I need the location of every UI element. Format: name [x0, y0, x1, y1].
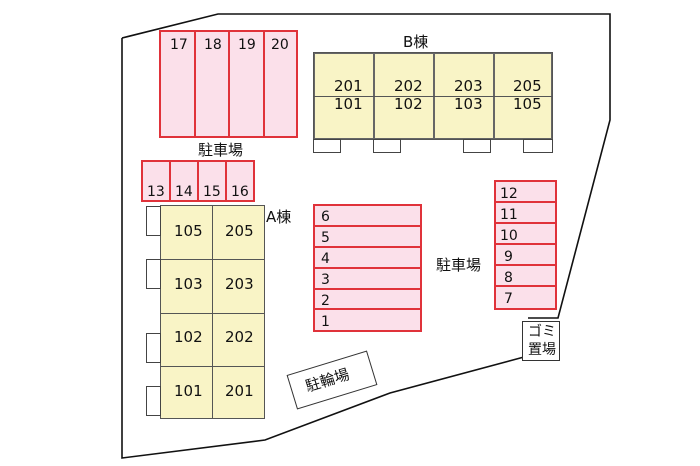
parking-space: 20 [271, 37, 289, 53]
unit-a: 103 [174, 275, 203, 293]
balcony [146, 259, 161, 289]
parking-space: 1 [321, 314, 330, 330]
parking-space: 6 [321, 209, 330, 225]
parking-block-top: 17 18 19 20 [159, 30, 298, 138]
balcony [146, 386, 161, 416]
balcony [313, 139, 341, 153]
parking-space: 19 [238, 37, 256, 53]
parking-space: 18 [204, 37, 222, 53]
parking-space: 16 [231, 184, 249, 200]
parking-space: 11 [500, 207, 518, 223]
parking-space: 4 [321, 251, 330, 267]
parking-space: 13 [147, 184, 165, 200]
parking-space: 5 [321, 230, 330, 246]
parking-block-center: 6 5 4 3 2 1 [313, 204, 422, 332]
unit-b-upper: 202 [394, 77, 423, 95]
parking-space: 3 [321, 272, 330, 288]
building-b: 201 202 203 205 101 102 103 105 [313, 52, 553, 140]
balcony [146, 333, 161, 363]
building-a-label: A棟 [266, 208, 292, 226]
parking-label: 駐車場 [436, 256, 482, 274]
parking-space: 17 [170, 37, 188, 53]
unit-a: 105 [174, 222, 203, 240]
unit-b-lower: 105 [513, 95, 542, 113]
balcony [463, 139, 491, 153]
unit-b-upper: 205 [513, 77, 542, 95]
unit-b-lower: 102 [394, 95, 423, 113]
parking-block-mid: 13 14 15 16 [141, 160, 255, 202]
balcony [523, 139, 553, 153]
garbage-area: ゴミ 置場 [522, 321, 560, 361]
unit-a: 201 [225, 382, 254, 400]
garbage-label-line1: ゴミ [528, 324, 556, 340]
parking-space: 14 [175, 184, 193, 200]
balcony [373, 139, 401, 153]
unit-b-lower: 101 [334, 95, 363, 113]
parking-block-right: 12 11 10 9 8 7 [494, 180, 557, 310]
unit-b-upper: 201 [334, 77, 363, 95]
parking-space: 12 [500, 186, 518, 202]
unit-b-upper: 203 [454, 77, 483, 95]
building-a: 105 205 103 203 102 202 101 201 [160, 205, 265, 419]
parking-space: 15 [203, 184, 221, 200]
parking-space: 8 [504, 270, 513, 286]
balcony [146, 206, 161, 236]
unit-a: 102 [174, 328, 203, 346]
garbage-label-line2: 置場 [528, 342, 556, 358]
unit-a: 205 [225, 222, 254, 240]
unit-a: 101 [174, 382, 203, 400]
building-b-label: B棟 [403, 33, 429, 51]
parking-space: 2 [321, 293, 330, 309]
parking-space: 10 [500, 228, 518, 244]
parking-space: 7 [504, 291, 513, 307]
unit-a: 202 [225, 328, 254, 346]
parking-label: 駐車場 [198, 141, 244, 159]
bicycle-label: 駐輪場 [303, 365, 352, 396]
unit-a: 203 [225, 275, 254, 293]
parking-space: 9 [504, 249, 513, 265]
unit-b-lower: 103 [454, 95, 483, 113]
